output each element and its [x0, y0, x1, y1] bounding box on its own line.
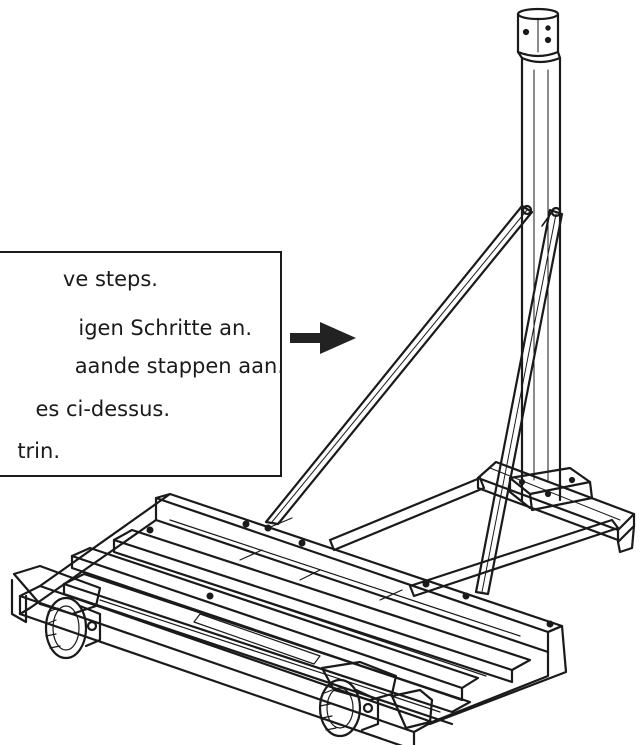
cross-slats: [62, 528, 532, 726]
support-arm-right: [474, 206, 564, 596]
corner-block: [390, 688, 434, 730]
instruction-line-danish: trin.: [17, 439, 60, 463]
instruction-line-french: es ci-dessus.: [35, 397, 170, 421]
instruction-line-english: ve steps.: [62, 267, 158, 291]
support-arm-left: [264, 204, 534, 526]
wheel-front-left: [10, 564, 102, 660]
frame-bolts: [146, 520, 554, 628]
wheel-front-right: [318, 660, 398, 738]
instruction-line-german: igen Schritte an.: [78, 316, 252, 340]
platform-details: [99, 517, 521, 713]
instruction-line-dutch: aande stappen aan.: [74, 354, 282, 378]
post-base-plate: [508, 466, 594, 512]
instruction-callout: ve steps. igen Schritte an. aande stappe…: [0, 251, 282, 477]
arrow-right-icon: [290, 322, 356, 354]
main-frame: [18, 492, 568, 745]
diagonal-rail: [328, 476, 620, 598]
vertical-post: [516, 7, 562, 502]
